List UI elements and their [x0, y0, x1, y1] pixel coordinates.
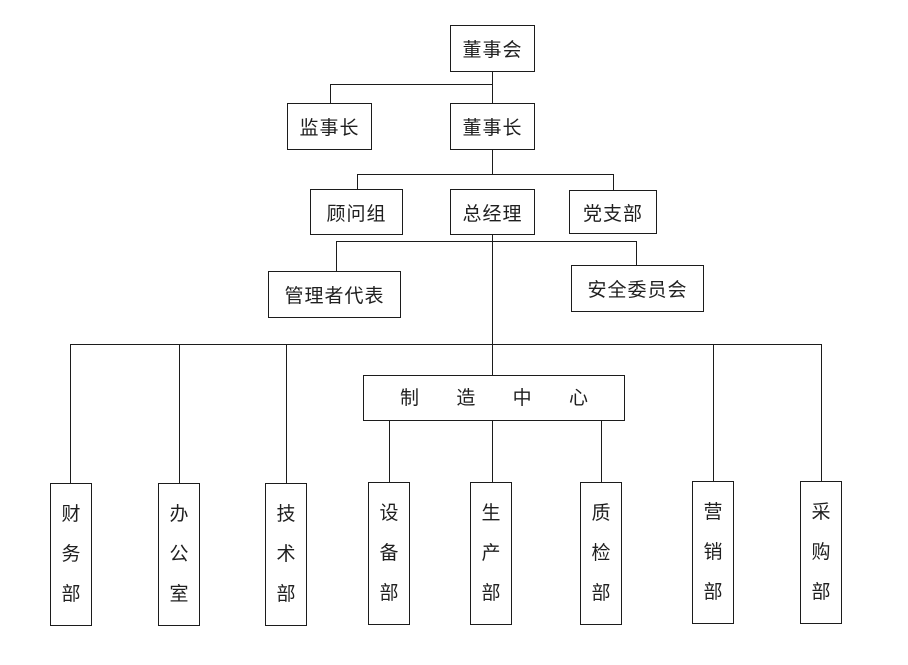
- char-glyph: 心: [568, 387, 588, 409]
- connector-line: [70, 344, 822, 345]
- node-party-branch: 党支部: [569, 190, 657, 234]
- char-glyph: 购: [811, 542, 831, 563]
- char-glyph: 公: [169, 544, 189, 565]
- char-glyph: 技: [276, 504, 296, 525]
- connector-line: [357, 174, 614, 175]
- char-glyph: 部: [481, 583, 501, 604]
- char-glyph: 造: [456, 387, 476, 409]
- connector-line: [492, 72, 493, 103]
- char-glyph: 备: [379, 543, 399, 564]
- char-glyph: 销: [703, 542, 723, 563]
- node-dept-office: 办公室: [158, 483, 200, 626]
- connector-line: [821, 344, 822, 481]
- node-manufacturing-center: 制造中心: [363, 375, 625, 421]
- char-glyph: 部: [591, 583, 611, 604]
- char-glyph: 部: [811, 582, 831, 603]
- node-management-representative: 管理者代表: [268, 271, 401, 318]
- char-glyph: 部: [276, 584, 296, 605]
- char-glyph: 部: [61, 584, 81, 605]
- char-glyph: 中: [512, 387, 532, 409]
- char-glyph: 营: [703, 502, 723, 523]
- connector-line: [336, 241, 337, 271]
- node-chief-supervisor: 监事长: [287, 103, 372, 150]
- connector-line: [336, 241, 637, 242]
- char-glyph: 采: [811, 502, 831, 523]
- connector-line: [636, 241, 637, 265]
- connector-line: [613, 174, 614, 190]
- char-glyph: 室: [169, 584, 189, 605]
- connector-line: [601, 421, 602, 482]
- char-glyph: 检: [591, 543, 611, 564]
- connector-line: [286, 344, 287, 483]
- char-glyph: 生: [481, 503, 501, 524]
- char-glyph: 部: [703, 582, 723, 603]
- char-glyph: 办: [169, 504, 189, 525]
- connector-line: [330, 84, 331, 103]
- node-chairman: 董事长: [450, 103, 535, 150]
- node-dept-finance: 财务部: [50, 483, 92, 626]
- connector-line: [330, 84, 493, 85]
- node-dept-marketing: 营销部: [692, 481, 734, 624]
- connector-line: [389, 421, 390, 482]
- char-glyph: 制: [400, 387, 420, 409]
- char-glyph: 术: [276, 544, 296, 565]
- connector-line: [492, 235, 493, 375]
- connector-line: [357, 174, 358, 189]
- node-dept-technology: 技术部: [265, 483, 307, 626]
- node-dept-quality: 质检部: [580, 482, 622, 625]
- node-general-manager: 总经理: [450, 189, 535, 235]
- node-dept-production: 生产部: [470, 482, 512, 625]
- node-safety-committee: 安全委员会: [571, 265, 704, 312]
- char-glyph: 务: [61, 544, 81, 565]
- node-advisory-group: 顾问组: [310, 189, 403, 235]
- connector-line: [492, 150, 493, 174]
- connector-line: [70, 344, 71, 483]
- node-dept-equipment: 设备部: [368, 482, 410, 625]
- char-glyph: 财: [61, 504, 81, 525]
- node-board-of-directors: 董事会: [450, 25, 535, 72]
- connector-line: [713, 344, 714, 481]
- connector-line: [492, 421, 493, 482]
- connector-line: [179, 344, 180, 483]
- char-glyph: 产: [481, 543, 501, 564]
- node-dept-procurement: 采购部: [800, 481, 842, 624]
- char-glyph: 质: [591, 503, 611, 524]
- char-glyph: 设: [379, 503, 399, 524]
- char-glyph: 部: [379, 583, 399, 604]
